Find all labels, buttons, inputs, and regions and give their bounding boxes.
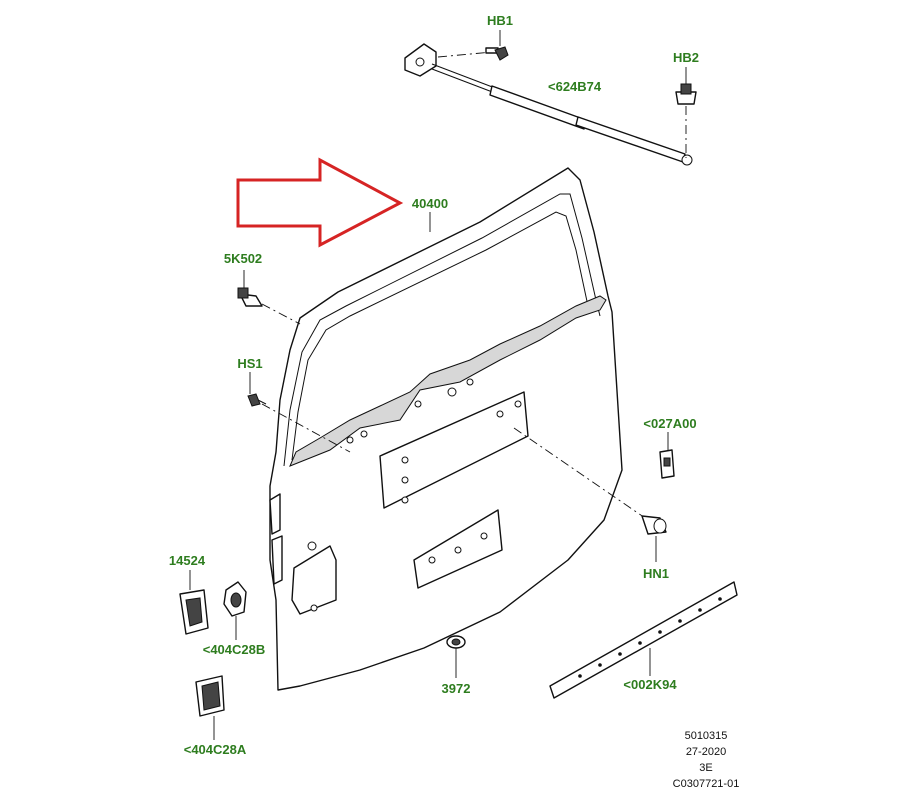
reference-date: 27-2020 xyxy=(686,746,726,758)
label-14524: 14524 xyxy=(169,553,206,568)
strip-002k94 xyxy=(549,581,738,699)
ball-stud-hb2 xyxy=(675,67,697,158)
label-hn1: HN1 xyxy=(643,566,669,581)
reference-code: C0307721-01 xyxy=(673,778,740,790)
label-hs1: HS1 xyxy=(237,356,262,371)
liftgate-panel xyxy=(261,167,649,691)
bumper-5k502 xyxy=(237,270,263,307)
label-hb1: HB1 xyxy=(487,13,513,28)
label-hb2: HB2 xyxy=(673,50,699,65)
switch-14524 xyxy=(179,570,209,635)
label-404c28a: <404C28A xyxy=(184,742,247,757)
clip-027a00 xyxy=(659,432,675,479)
label-002k94: <002K94 xyxy=(623,677,677,692)
plug-3972 xyxy=(446,635,466,678)
label-40400: 40400 xyxy=(412,196,448,211)
gas-strut xyxy=(404,43,693,166)
red-pointer-arrow xyxy=(236,157,404,248)
bolt-hb1 xyxy=(485,30,509,61)
label-3972: 3972 xyxy=(442,681,471,696)
screw-hs1 xyxy=(247,372,267,407)
label-5k502: 5K502 xyxy=(224,251,262,266)
camera-404c28a xyxy=(195,675,225,740)
reference-number: 5010315 xyxy=(685,730,728,742)
label-027a00: <027A00 xyxy=(643,416,696,431)
nut-hn1 xyxy=(641,515,667,562)
connector-404c28b xyxy=(223,581,247,640)
label-404c28b: <404C28B xyxy=(203,642,266,657)
reference-revision: 3E xyxy=(699,762,712,774)
label-624b74: <624B74 xyxy=(548,79,602,94)
